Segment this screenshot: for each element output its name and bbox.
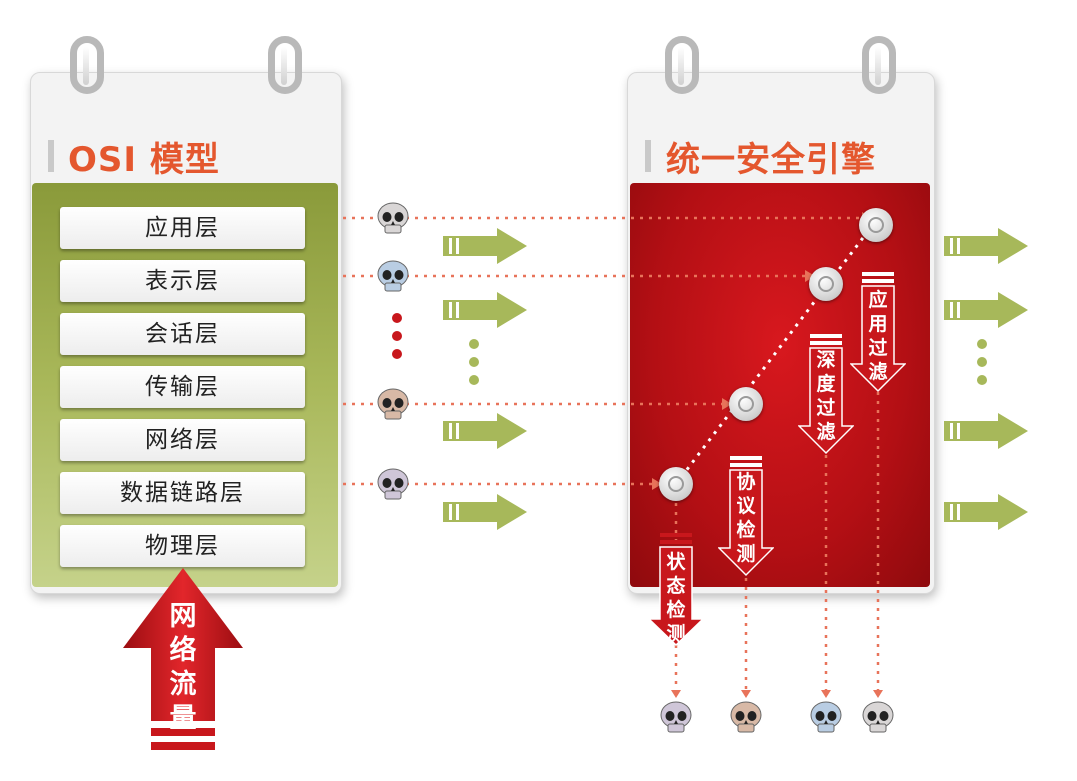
security-engine-title: 统一安全引擎 bbox=[666, 140, 876, 180]
flow-arrow-icon bbox=[944, 494, 1028, 530]
inspection-node-icon bbox=[809, 267, 843, 301]
skull-icon bbox=[862, 701, 894, 733]
skull-icon bbox=[377, 260, 409, 292]
layer-physical: 物理层 bbox=[60, 525, 305, 567]
inspection-node-icon bbox=[729, 387, 763, 421]
flow-arrow-icon bbox=[443, 494, 527, 530]
network-traffic-label: 网络流量 bbox=[169, 601, 197, 734]
stage-label-application-filtering: 应用过滤 bbox=[868, 289, 888, 383]
title-marker bbox=[645, 140, 651, 172]
binder-ring-icon bbox=[665, 36, 699, 94]
stage-arrow-protocol bbox=[718, 456, 774, 577]
skull-icon bbox=[810, 701, 842, 733]
layer-data-link: 数据链路层 bbox=[60, 472, 305, 514]
skull-icon bbox=[730, 701, 762, 733]
inspection-node-icon bbox=[859, 208, 893, 242]
title-marker bbox=[48, 140, 54, 172]
stage-label-deep-filtering: 深度过滤 bbox=[816, 349, 836, 443]
network-traffic-arrow bbox=[123, 568, 243, 750]
ellipsis-dots bbox=[392, 313, 402, 359]
binder-ring-icon bbox=[70, 36, 104, 94]
skull-icon bbox=[377, 468, 409, 500]
stage-label-protocol-inspection: 协议检测 bbox=[736, 471, 756, 565]
flow-arrow-icon bbox=[944, 413, 1028, 449]
layer-presentation: 表示层 bbox=[60, 260, 305, 302]
stage-arrow-deep bbox=[798, 334, 854, 455]
skull-icon bbox=[377, 202, 409, 234]
layer-application: 应用层 bbox=[60, 207, 305, 249]
skull-icon bbox=[377, 388, 409, 420]
stage-label-state-inspection: 状态检测 bbox=[666, 551, 686, 645]
flow-arrow-icon bbox=[944, 292, 1028, 328]
layer-network: 网络层 bbox=[60, 419, 305, 461]
flow-arrow-icon bbox=[443, 228, 527, 264]
binder-ring-icon bbox=[862, 36, 896, 94]
layer-session: 会话层 bbox=[60, 313, 305, 355]
skull-icon bbox=[660, 701, 692, 733]
osi-model-title: OSI 模型 bbox=[68, 140, 220, 180]
flow-arrow-icon bbox=[443, 413, 527, 449]
osi-layers-panel: 应用层 表示层 会话层 传输层 网络层 数据链路层 物理层 bbox=[32, 183, 338, 587]
stage-arrow-application bbox=[850, 272, 906, 393]
inspection-node-icon bbox=[659, 467, 693, 501]
layer-transport: 传输层 bbox=[60, 366, 305, 408]
stage-arrow-state bbox=[648, 533, 704, 647]
flow-arrow-icon bbox=[944, 228, 1028, 264]
binder-ring-icon bbox=[268, 36, 302, 94]
flow-arrow-icon bbox=[443, 292, 527, 328]
